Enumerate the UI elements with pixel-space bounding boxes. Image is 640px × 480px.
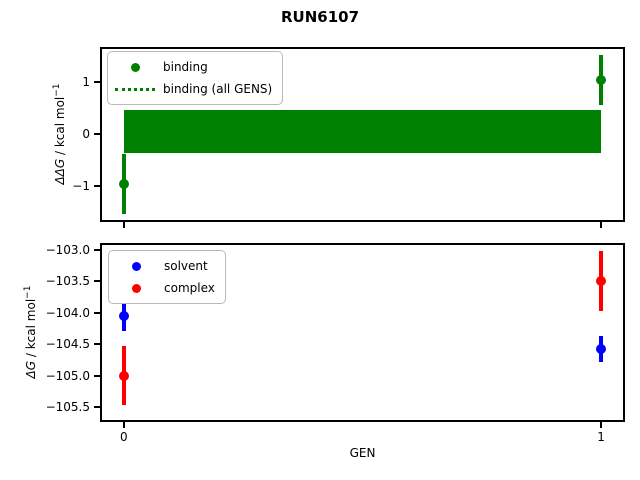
y-tick-label: −104.0 — [45, 305, 90, 320]
x-tick — [600, 222, 603, 228]
legend-dot-marker-icon — [116, 261, 156, 271]
y-tick-label: −1 — [72, 179, 90, 194]
x-tick-label: 1 — [597, 430, 605, 444]
y-tick-label: −103.0 — [45, 242, 90, 257]
y-tick — [94, 374, 100, 377]
complex-point-gen1 — [596, 276, 607, 287]
y-tick-label: 0 — [82, 126, 90, 141]
legend-label: solvent — [164, 259, 208, 273]
dot-icon — [131, 261, 141, 271]
dotted-line-icon — [115, 87, 155, 91]
solvent-point-gen0 — [118, 310, 129, 321]
x-tick — [600, 422, 603, 428]
y-tick-label: 1 — [82, 74, 90, 89]
x-axis-label: GEN — [349, 446, 376, 460]
dot-icon — [130, 62, 140, 72]
x-tick-label: 0 — [120, 430, 128, 444]
x-tick — [122, 422, 125, 428]
legend-label: binding (all GENS) — [163, 82, 273, 96]
legend-entry-binding-all-gens-: binding (all GENS) — [115, 79, 272, 99]
x-tick — [122, 222, 125, 228]
legend-label: binding — [163, 60, 208, 74]
legend-label: complex — [164, 281, 215, 295]
legend-box: solvent complex — [108, 250, 226, 304]
dot-icon — [131, 283, 141, 293]
y-tick — [94, 248, 100, 251]
binding-point-gen1 — [596, 75, 607, 85]
complex-point-gen0 — [118, 370, 129, 381]
figure-title: RUN6107 — [280, 8, 360, 26]
legend-dot-marker-icon — [116, 283, 156, 293]
y-tick — [94, 80, 100, 83]
y-tick — [94, 311, 100, 314]
binding-point-gen0 — [118, 178, 129, 189]
y-tick — [94, 280, 100, 283]
y-tick — [94, 185, 100, 188]
solvent-point-gen1 — [596, 344, 607, 355]
y-tick-label: −103.5 — [45, 274, 90, 289]
binding-all-gens-band — [123, 109, 602, 153]
y-tick-label: −104.5 — [45, 337, 90, 352]
legend-entry-binding: binding — [115, 57, 272, 77]
y-tick-label: −105.5 — [45, 399, 90, 414]
legend-dotted-line-marker-icon — [115, 87, 155, 91]
legend-box: binding binding (all GENS) — [107, 51, 284, 105]
legend-dot-marker-icon — [115, 62, 155, 72]
y-tick — [94, 132, 100, 135]
y-tick-label: −105.0 — [45, 368, 90, 383]
y-tick — [94, 405, 100, 408]
y-tick — [94, 343, 100, 346]
legend-entry-solvent: solvent — [116, 256, 215, 276]
legend-entry-complex: complex — [116, 278, 215, 298]
